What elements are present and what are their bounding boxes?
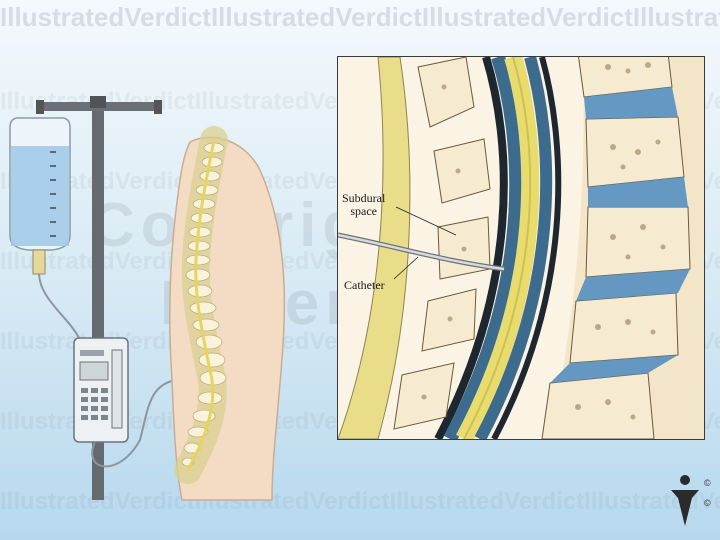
iv-hook — [154, 100, 162, 114]
iv-bag — [9, 117, 71, 275]
spine-cross-section — [338, 57, 704, 439]
iv-hook — [36, 100, 44, 114]
brand-logo-icon — [671, 475, 699, 526]
spine-detail-inset: Subdural space Catheter — [337, 56, 705, 440]
iv-pole-cap — [90, 96, 106, 108]
spinal-canal — [434, 57, 562, 439]
spinal-cord — [186, 139, 216, 471]
catheter-tube-highlight — [338, 233, 505, 271]
iv-infusion-illustration — [9, 96, 286, 501]
label-subdural-space: Subdural space — [342, 191, 386, 218]
subdural-leader-line — [395, 206, 457, 236]
copyright-mark: © — [704, 478, 711, 488]
iv-tubing — [38, 273, 81, 341]
label-catheter: Catheter — [344, 278, 385, 292]
vertebrae — [181, 142, 227, 467]
posterior-elements — [338, 57, 491, 439]
catheter-leader-line — [393, 256, 419, 280]
infusion-pump — [73, 337, 129, 443]
copyright-mark: © — [704, 498, 711, 508]
iv-tubing — [91, 377, 191, 468]
vertebral-bodies — [541, 57, 704, 439]
